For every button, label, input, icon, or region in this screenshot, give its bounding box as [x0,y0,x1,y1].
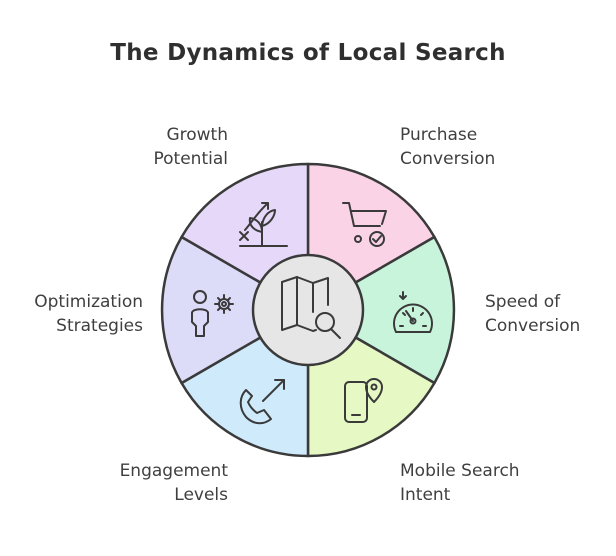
sector-group [160,162,456,458]
label-purchase-conversion: Purchase Conversion [400,123,600,171]
label-line: Intent [400,485,451,505]
sector-growth [306,162,436,284]
label-line: Conversion [485,316,581,336]
label-engagement-levels: Engagement Levels [60,459,228,507]
diagram-title: The Dynamics of Local Search [110,40,506,66]
label-line: Mobile Search [400,461,520,481]
sector-engagement [160,235,262,385]
label-line: Speed of [485,292,561,312]
sector-mobile [180,336,310,458]
label-line: Strategies [56,316,143,336]
label-line: Growth [166,125,228,145]
mobile-location-icon [344,378,383,423]
speedometer-icon [393,291,433,333]
label-line: Potential [153,149,228,169]
label-growth-potential: Growth Potential [60,123,228,171]
center-hub [251,253,365,367]
label-speed-of-conversion: Speed of Conversion [485,290,615,338]
label-line: Conversion [400,149,496,169]
shopping-cart-icon [342,202,387,247]
label-mobile-search-intent: Mobile Search Intent [400,459,600,507]
label-line: Purchase [400,125,478,145]
growth-plant-icon [239,202,288,247]
label-line: Levels [174,485,228,505]
label-line: Engagement [119,461,228,481]
sector-optimization [180,162,310,284]
map-search-icon [281,276,341,339]
person-gear-icon [191,290,234,337]
phone-call-icon [239,379,285,425]
label-line: Optimization [34,292,143,312]
sector-purchase [354,235,456,385]
label-optimization-strategies: Optimization Strategies [0,290,143,338]
sector-speed [306,336,436,458]
